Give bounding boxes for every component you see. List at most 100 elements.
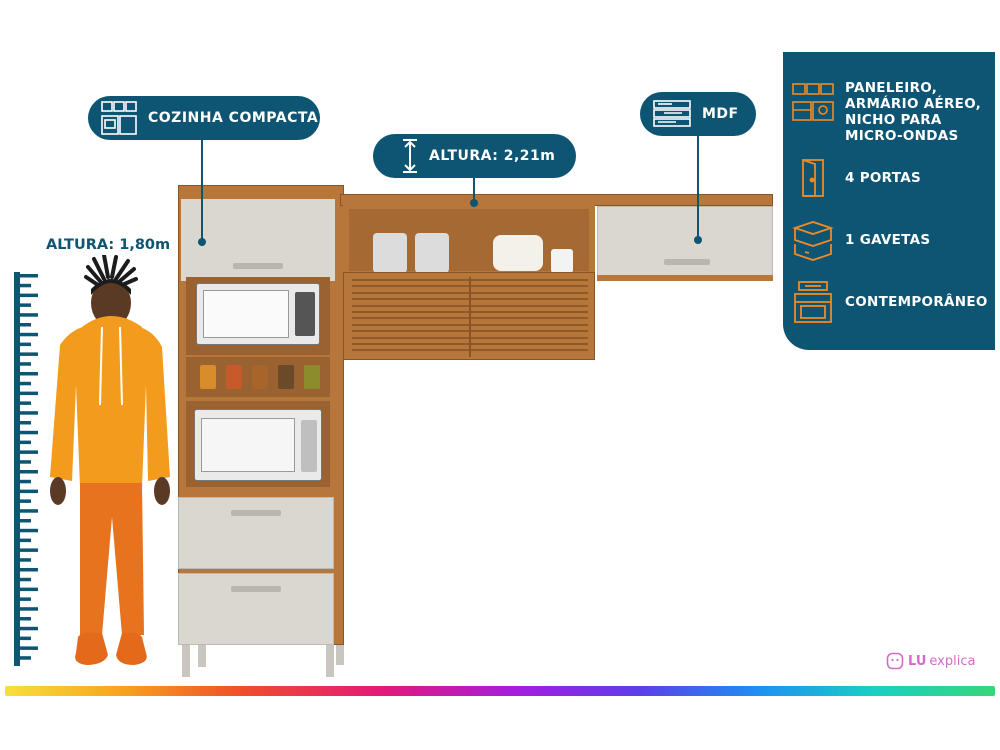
ruler-tick: [20, 548, 38, 552]
drawer-1[interactable]: [178, 497, 334, 569]
cabinet-leg: [182, 645, 190, 677]
height-label: ALTURA: 2,21m: [429, 148, 556, 164]
ruler-tick: [20, 626, 38, 631]
upper-right-door[interactable]: [597, 206, 773, 276]
cup: [551, 249, 573, 273]
material-leader-dot: [694, 236, 702, 244]
microwave-top: [196, 283, 320, 345]
drawer-handle-2: [231, 586, 281, 592]
ruler-tick: [20, 283, 31, 288]
ruler-tick: [20, 391, 38, 396]
ruler-tick: [20, 656, 31, 660]
compact-kitchen-callout: COZINHA COMPACTA: [88, 96, 320, 140]
ruler-tick: [20, 362, 31, 366]
person-illustration: [50, 255, 170, 665]
height-leader: [473, 178, 475, 204]
drawer-2[interactable]: [178, 573, 334, 645]
ruler-tick: [20, 597, 31, 601]
ruler-tick: [20, 450, 38, 454]
ruler-tick: [20, 313, 38, 317]
feature-item: 1 GAVETAS: [783, 218, 995, 262]
slatted-doors[interactable]: [343, 272, 595, 360]
material-callout: MDF: [640, 92, 756, 136]
mdf-board-icon: [653, 100, 691, 127]
ruler-tick: [20, 528, 38, 533]
ruler-tick: [20, 460, 31, 464]
ruler-tick: [20, 489, 38, 494]
feature-label: 4 PORTAS: [845, 170, 921, 186]
ruler-tick: [20, 499, 31, 503]
ruler-tick: [20, 381, 31, 386]
ruler-tick: [20, 636, 31, 641]
tall-cabinet: [178, 185, 344, 645]
compact-leader-dot: [198, 238, 206, 246]
spice-shelf: [186, 357, 330, 397]
ruler-tick: [20, 519, 31, 523]
ruler-tick: [20, 352, 38, 356]
ruler-tick: [20, 617, 31, 621]
brand-lu: LU: [908, 653, 927, 669]
material-label: MDF: [702, 106, 739, 122]
cabinet-leg: [326, 645, 334, 677]
ruler-tick: [20, 293, 38, 298]
ruler-tick: [20, 430, 38, 435]
feature-item: PANELEIRO, ARMÁRIO AÉREO, NICHO PARA MIC…: [783, 80, 995, 144]
feature-item: 4 PORTAS: [783, 156, 995, 200]
person-height-label: ALTURA: 1,80m: [46, 237, 171, 253]
ruler-tick: [20, 479, 31, 484]
ruler-tick: [20, 470, 38, 474]
top-door[interactable]: [181, 199, 335, 281]
ruler-tick: [20, 538, 31, 543]
lu-face-icon: [886, 652, 904, 670]
height-arrow-icon: [403, 139, 417, 173]
drawer-handle: [231, 510, 281, 516]
ruler-tick: [20, 646, 38, 650]
feature-label: CONTEMPORÂNEO: [845, 294, 988, 310]
door-icon: [802, 159, 824, 197]
cabinet-leg: [198, 645, 206, 667]
jar: [373, 233, 407, 273]
height-callout: ALTURA: 2,21m: [373, 134, 576, 178]
drawer-icon: [792, 221, 834, 261]
compact-kitchen-label: COZINHA COMPACTA: [148, 110, 319, 126]
height-leader-dot: [470, 199, 478, 207]
microwave-niche: [186, 277, 330, 355]
ruler-tick: [20, 372, 38, 376]
height-ruler: [14, 272, 38, 666]
ruler-tick: [20, 274, 38, 278]
kitchen-cabinets-icon: [792, 83, 834, 121]
ruler-tick: [20, 323, 31, 327]
brand-mark: LU explica: [886, 652, 975, 670]
feature-label: PANELEIRO, ARMÁRIO AÉREO, NICHO PARA MIC…: [845, 80, 982, 144]
cabinet-leg: [336, 645, 344, 665]
ruler-tick: [20, 421, 31, 425]
ruler-tick: [20, 342, 31, 347]
ruler-tick: [20, 401, 31, 405]
ruler-tick: [20, 558, 31, 562]
feature-item: CONTEMPORÂNEO: [783, 280, 995, 324]
door-handle: [233, 263, 283, 269]
microwave-bottom: [194, 409, 322, 481]
upper-right-bottom: [597, 275, 773, 281]
ruler-tick: [20, 587, 38, 592]
ruler-tick: [20, 577, 31, 582]
plates: [493, 235, 543, 271]
compact-leader: [201, 140, 203, 240]
ruler-tick: [20, 568, 38, 572]
ruler-tick: [20, 411, 38, 415]
upper-open-shelf: [343, 205, 595, 273]
jar: [415, 233, 449, 273]
door-handle: [664, 259, 710, 265]
stove-icon: [794, 281, 832, 323]
kitchen-icon: [101, 101, 137, 135]
brand-explica: explica: [929, 653, 976, 669]
ruler-tick: [20, 303, 31, 307]
material-leader: [697, 136, 699, 240]
ruler-tick: [20, 440, 31, 445]
ruler-tick: [20, 607, 38, 611]
rainbow-bar: [5, 686, 995, 696]
features-panel: PANELEIRO, ARMÁRIO AÉREO, NICHO PARA MIC…: [783, 52, 995, 350]
ruler-tick: [20, 332, 38, 337]
ruler-tick: [20, 509, 38, 513]
oven-niche: [186, 401, 330, 487]
